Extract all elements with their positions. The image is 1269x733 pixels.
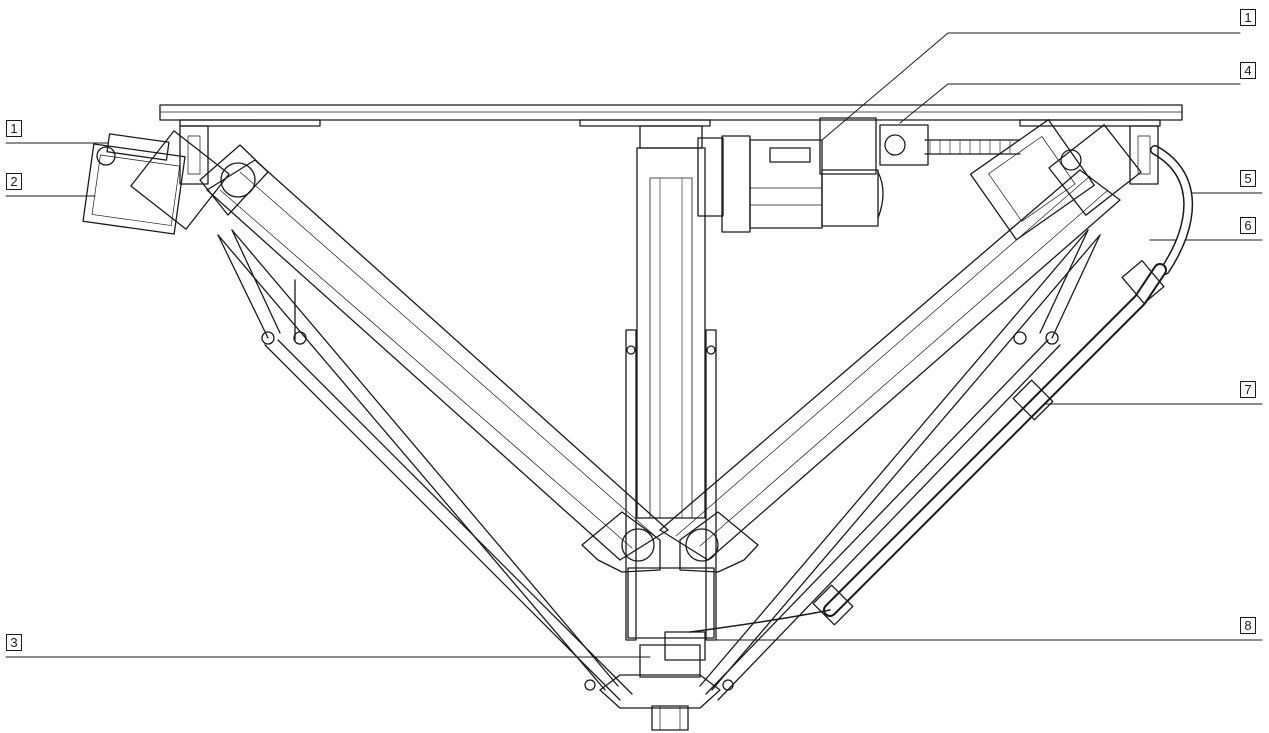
center-shaft [626,126,716,640]
base-plate [160,105,1182,126]
callout-7: 7 [1240,381,1256,398]
center-motor [698,118,883,232]
elbow-joints [582,512,758,572]
callout-3: 3 [6,634,22,651]
cable-tube-top [880,125,1188,270]
callout-6: 6 [1240,217,1256,234]
callout-1-right: 1 [1240,9,1256,26]
left-motor [83,131,229,234]
cable-hose [690,261,1164,632]
upper-arm-left [200,145,668,560]
brackets [180,126,1158,184]
callout-1-left: 1 [6,120,22,137]
right-motor [971,120,1141,240]
leader-lines [6,33,1262,657]
rods-right [700,230,1100,700]
callout-2: 2 [6,173,22,190]
callout-4: 4 [1240,62,1256,79]
rods-left [218,230,632,700]
upper-arm-right [660,170,1120,560]
end-effector [585,632,733,730]
callout-5: 5 [1240,170,1256,187]
callout-8: 8 [1240,617,1256,634]
